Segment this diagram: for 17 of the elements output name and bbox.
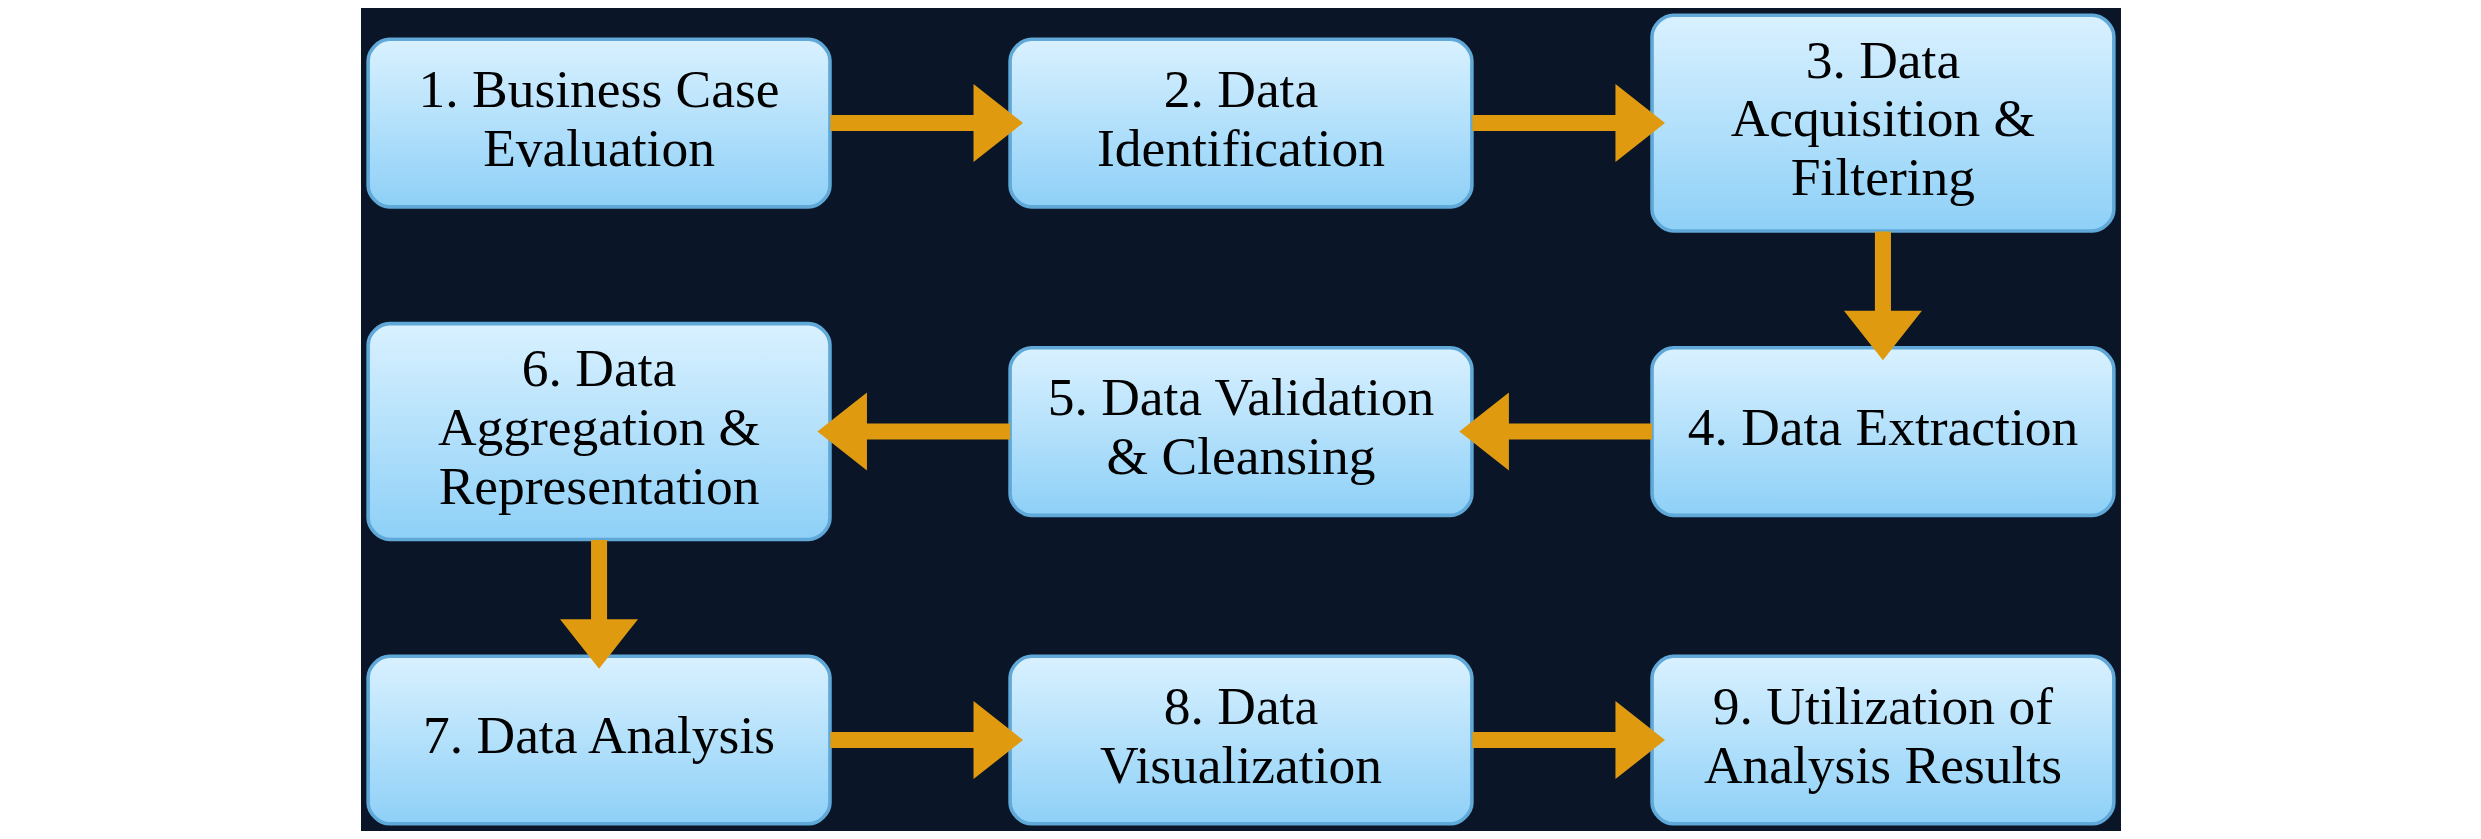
arrow bbox=[1458, 392, 1652, 471]
node-box: 6. Data Aggregation & Representation bbox=[365, 321, 832, 542]
node-box: 7. Data Analysis bbox=[365, 654, 832, 826]
arrow bbox=[1471, 701, 1665, 780]
node-box: 8. Data Visualization bbox=[1007, 654, 1474, 826]
arrow bbox=[816, 392, 1010, 471]
node-box: 1. Business Case Evaluation bbox=[365, 37, 832, 209]
node-box: 9. Utilization of Analysis Results bbox=[1649, 654, 2116, 826]
node-box: 2. Data Identification bbox=[1007, 37, 1474, 209]
arrow bbox=[829, 701, 1023, 780]
arrow bbox=[1471, 84, 1665, 163]
arrow bbox=[829, 84, 1023, 163]
node-box: 3. Data Acquisition & Filtering bbox=[1649, 13, 2116, 233]
node-box: 5. Data Validation & Cleansing bbox=[1007, 345, 1474, 518]
arrow bbox=[559, 540, 638, 669]
node-box: 4. Data Extraction bbox=[1649, 345, 2116, 518]
arrow bbox=[1843, 231, 1922, 361]
